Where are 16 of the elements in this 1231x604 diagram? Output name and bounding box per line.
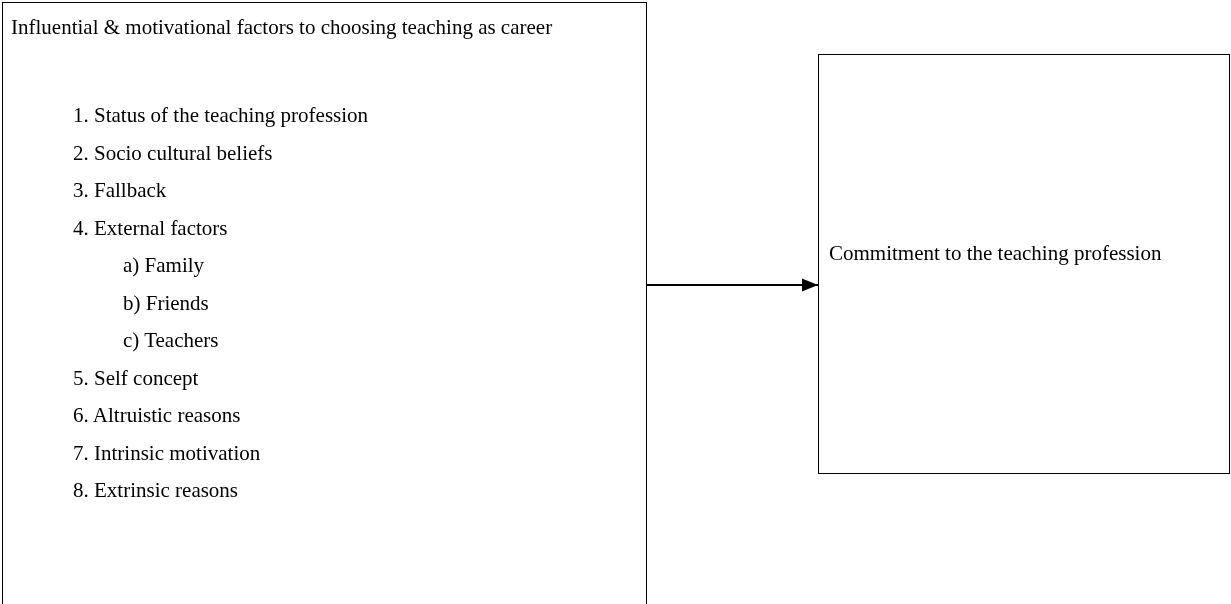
list-item: 8. Extrinsic reasons xyxy=(73,478,239,504)
heading: Influential & motivational factors to choosing teaching as career xyxy=(11,14,554,41)
list-item: c) Teachers xyxy=(123,328,219,354)
list-item: 4. External factors xyxy=(73,215,228,241)
list-item: 2. Socio cultural beliefs xyxy=(73,140,273,166)
list-item: 3. Fallback xyxy=(73,178,167,204)
list-item: 5. Self concept xyxy=(73,365,199,391)
box-text: Commitment to the teaching profession xyxy=(829,240,1163,267)
list-item: 1. Status of the teaching profession xyxy=(73,103,369,129)
list-item: 7. Intrinsic motivation xyxy=(73,440,261,466)
list-item: b) Friends xyxy=(123,290,209,316)
list-item: 6. Altruistic reasons xyxy=(73,403,241,429)
arrow xyxy=(646,278,819,292)
text-box xyxy=(818,54,1230,474)
text-box xyxy=(2,2,647,604)
list-item: a) Family xyxy=(123,253,205,279)
